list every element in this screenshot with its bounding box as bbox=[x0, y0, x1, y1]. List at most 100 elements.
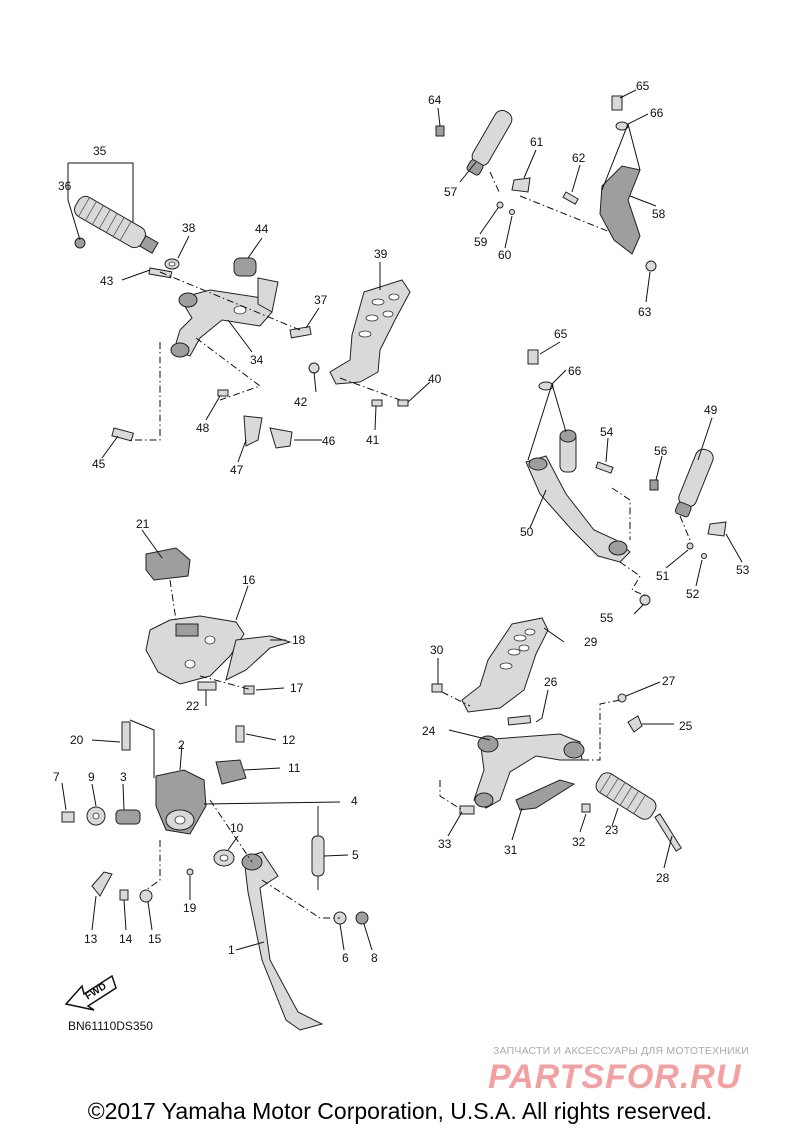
bolt-7 bbox=[61, 811, 75, 823]
bolt-37 bbox=[289, 325, 312, 339]
footpeg-57 bbox=[466, 109, 513, 176]
part-label-62: 62 bbox=[572, 151, 586, 165]
clip-25 bbox=[627, 715, 643, 733]
part-label-26: 26 bbox=[544, 675, 558, 689]
bolt-62 bbox=[562, 191, 579, 205]
part-label-47: 47 bbox=[230, 463, 244, 477]
part-label-39: 39 bbox=[374, 247, 388, 261]
part-label-45: 45 bbox=[92, 457, 106, 471]
part-label-13: 13 bbox=[84, 932, 98, 946]
plate-31 bbox=[515, 779, 576, 811]
part-label-4: 4 bbox=[351, 794, 358, 808]
part-label-59: 59 bbox=[474, 235, 488, 249]
bolt-45 bbox=[111, 427, 134, 442]
part-label-46: 46 bbox=[322, 434, 336, 448]
part-label-6: 6 bbox=[342, 951, 349, 965]
plate-53 bbox=[707, 521, 727, 537]
part-label-11: 11 bbox=[288, 761, 301, 775]
bolt-54 bbox=[595, 461, 614, 474]
spring-51 bbox=[686, 542, 694, 550]
part-label-65: 65 bbox=[554, 327, 568, 341]
nut-15 bbox=[139, 889, 153, 903]
part-label-8: 8 bbox=[371, 951, 378, 965]
bolt-65 bbox=[527, 349, 539, 365]
bracket-58 bbox=[599, 165, 641, 255]
part-label-65-top: 65 bbox=[636, 79, 650, 93]
pin-43 bbox=[148, 267, 173, 279]
rider-footrest-right bbox=[431, 617, 682, 869]
bolt-40 bbox=[397, 399, 409, 407]
watermark-tagline: ЗАПЧАСТИ И АКСЕССУАРЫ ДЛЯ МОТОТЕХНИКИ bbox=[493, 1045, 749, 1057]
screw-56 bbox=[649, 479, 659, 491]
part-label-27: 27 bbox=[662, 674, 676, 688]
bracket-24 bbox=[473, 733, 583, 809]
ball-60 bbox=[509, 209, 515, 215]
part-label-63: 63 bbox=[638, 305, 652, 319]
part-label-40: 40 bbox=[428, 372, 442, 386]
cover-16 bbox=[145, 615, 245, 685]
part-label-18: 18 bbox=[292, 633, 306, 647]
bolt-65-top bbox=[611, 95, 623, 111]
nut-63 bbox=[645, 260, 657, 272]
ball-52 bbox=[701, 553, 707, 559]
part-label-44: 44 bbox=[255, 222, 269, 236]
collar-3 bbox=[115, 809, 141, 825]
part-label-28: 28 bbox=[656, 871, 670, 885]
part-label-49: 49 bbox=[704, 403, 718, 417]
sidestand-1 bbox=[243, 851, 324, 1031]
clip-47 bbox=[243, 415, 263, 447]
clip-22 bbox=[197, 681, 217, 691]
passenger-footrest-upper bbox=[435, 89, 657, 303]
part-label-32: 32 bbox=[572, 835, 586, 849]
part-label-56: 56 bbox=[654, 444, 668, 458]
part-label-41: 41 bbox=[366, 433, 380, 447]
part-label-17: 17 bbox=[290, 681, 304, 695]
part-label-66: 66 bbox=[568, 364, 582, 378]
washer-66-top bbox=[615, 121, 629, 131]
part-label-52: 52 bbox=[686, 587, 700, 601]
part-label-9: 9 bbox=[88, 770, 95, 784]
part-label-31: 31 bbox=[504, 843, 518, 857]
watermark-logo: PARTSFOR.RU bbox=[488, 1058, 742, 1096]
part-label-1: 1 bbox=[228, 943, 235, 957]
part-label-33: 33 bbox=[438, 837, 452, 851]
part-label-54: 54 bbox=[600, 425, 614, 439]
bolt-41 bbox=[371, 399, 383, 407]
spring-59 bbox=[496, 201, 504, 209]
part-label-51: 51 bbox=[656, 569, 670, 583]
clamp-17 bbox=[243, 685, 255, 695]
clip-46 bbox=[269, 427, 293, 449]
passenger-footrest-lower bbox=[525, 341, 743, 615]
part-label-14: 14 bbox=[119, 932, 133, 946]
footpeg-23 bbox=[595, 772, 657, 820]
rider-footrest-assembly bbox=[67, 162, 431, 463]
sidestand-switch-assembly bbox=[141, 529, 292, 706]
part-label-2: 2 bbox=[178, 738, 185, 752]
screw-14 bbox=[119, 889, 129, 901]
part-label-60: 60 bbox=[498, 248, 512, 262]
diagram-code: BN61110DS350 bbox=[68, 1019, 153, 1033]
part-label-20: 20 bbox=[70, 733, 84, 747]
part-label-22: 22 bbox=[186, 699, 200, 713]
switch-11 bbox=[215, 759, 247, 785]
nut-8 bbox=[355, 911, 369, 925]
part-label-25: 25 bbox=[679, 719, 693, 733]
bolt-26 bbox=[507, 715, 532, 726]
part-label-3: 3 bbox=[120, 770, 127, 784]
part-label-50: 50 bbox=[520, 525, 534, 539]
sidestand-assembly bbox=[61, 719, 373, 1031]
copyright-notice: ©2017 Yamaha Motor Corporation, U.S.A. A… bbox=[87, 1098, 713, 1124]
part-label-19: 19 bbox=[183, 901, 197, 915]
nut-42 bbox=[308, 362, 320, 374]
part-number-labels: 1 2 3 4 5 6 7 8 9 10 11 12 13 14 15 16 1… bbox=[53, 79, 750, 965]
part-label-10: 10 bbox=[230, 821, 244, 835]
part-label-48: 48 bbox=[196, 421, 210, 435]
collar-44 bbox=[233, 257, 257, 277]
part-label-7: 7 bbox=[53, 770, 60, 784]
part-label-12: 12 bbox=[282, 733, 296, 747]
part-label-16: 16 bbox=[242, 573, 256, 587]
bolt-33 bbox=[459, 805, 475, 815]
cover-21 bbox=[145, 547, 191, 581]
bracket-50 bbox=[525, 455, 631, 563]
part-label-5: 5 bbox=[352, 848, 359, 862]
